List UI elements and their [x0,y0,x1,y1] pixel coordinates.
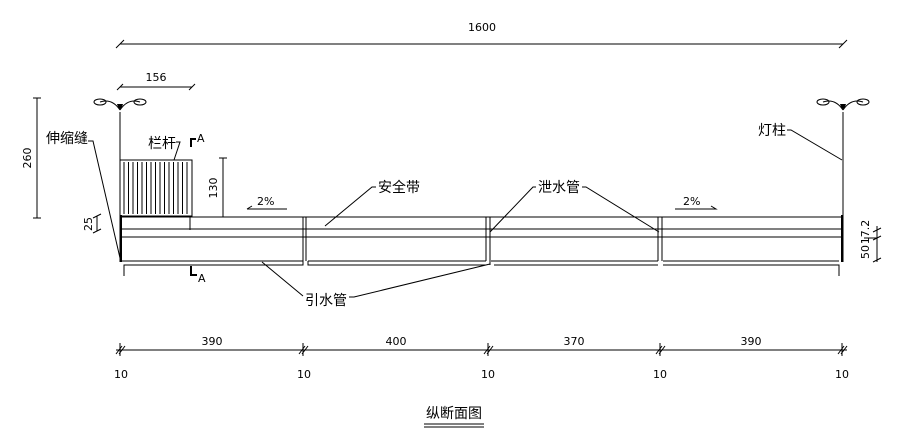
span-label: 390 [741,335,762,348]
joint-label: 10 [297,368,311,381]
railing-height-dimension: 130 [207,157,227,218]
section-mark-bottom-icon [190,266,197,276]
span-label: 370 [564,335,585,348]
railing [119,159,193,217]
right-dimensions: 17.2 50 [859,220,882,263]
lead-pipe-label: 引水管 [305,293,347,309]
total-length-label: 1600 [468,21,496,34]
dimension-tick [115,345,123,355]
railing-width-dimension: 156 [116,71,196,91]
slope-right-label: 2% [683,195,700,208]
deck-step-dimension: 25 [82,213,102,234]
lamp-post-label: 灯柱 [758,123,786,139]
railing-width-label: 156 [146,71,167,84]
joint-label: 10 [653,368,667,381]
safety-belt-label: 安全带 [378,179,420,196]
slope-left-label: 2% [257,195,274,208]
section-mark-top-icon [190,138,196,147]
pole-height-label: 260 [21,148,34,169]
deck-step-label: 25 [82,217,95,231]
total-dimension: 1600 [115,21,848,49]
joint-label: 10 [835,368,849,381]
section-mark-top-label: A [197,132,205,145]
expansion-joint-label: 伸缩缝 [46,131,88,147]
dimension-tick [837,345,845,355]
span-dimensions: 390 400 370 390 10 10 10 10 10 [114,335,849,381]
span-label: 390 [202,335,223,348]
joint-label: 10 [481,368,495,381]
pole-height-dimension: 260 [21,97,41,219]
right-bottom-label: 50 [859,245,872,259]
lamp-post-right [816,98,870,262]
dimension-tick [298,345,306,355]
dimension-tick [483,345,491,355]
dimension-tick [655,345,663,355]
span-label: 400 [386,335,407,348]
railing-label: 栏杆 [148,136,176,152]
section-mark-bottom-label: A [198,272,206,285]
bridge-deck [120,215,843,276]
joint-label: 10 [114,368,128,381]
railing-height-label: 130 [207,178,220,199]
right-top-label: 17.2 [859,220,872,245]
drain-pipe-label: 泄水管 [538,180,580,196]
drawing-title: 纵断面图 [426,406,482,422]
